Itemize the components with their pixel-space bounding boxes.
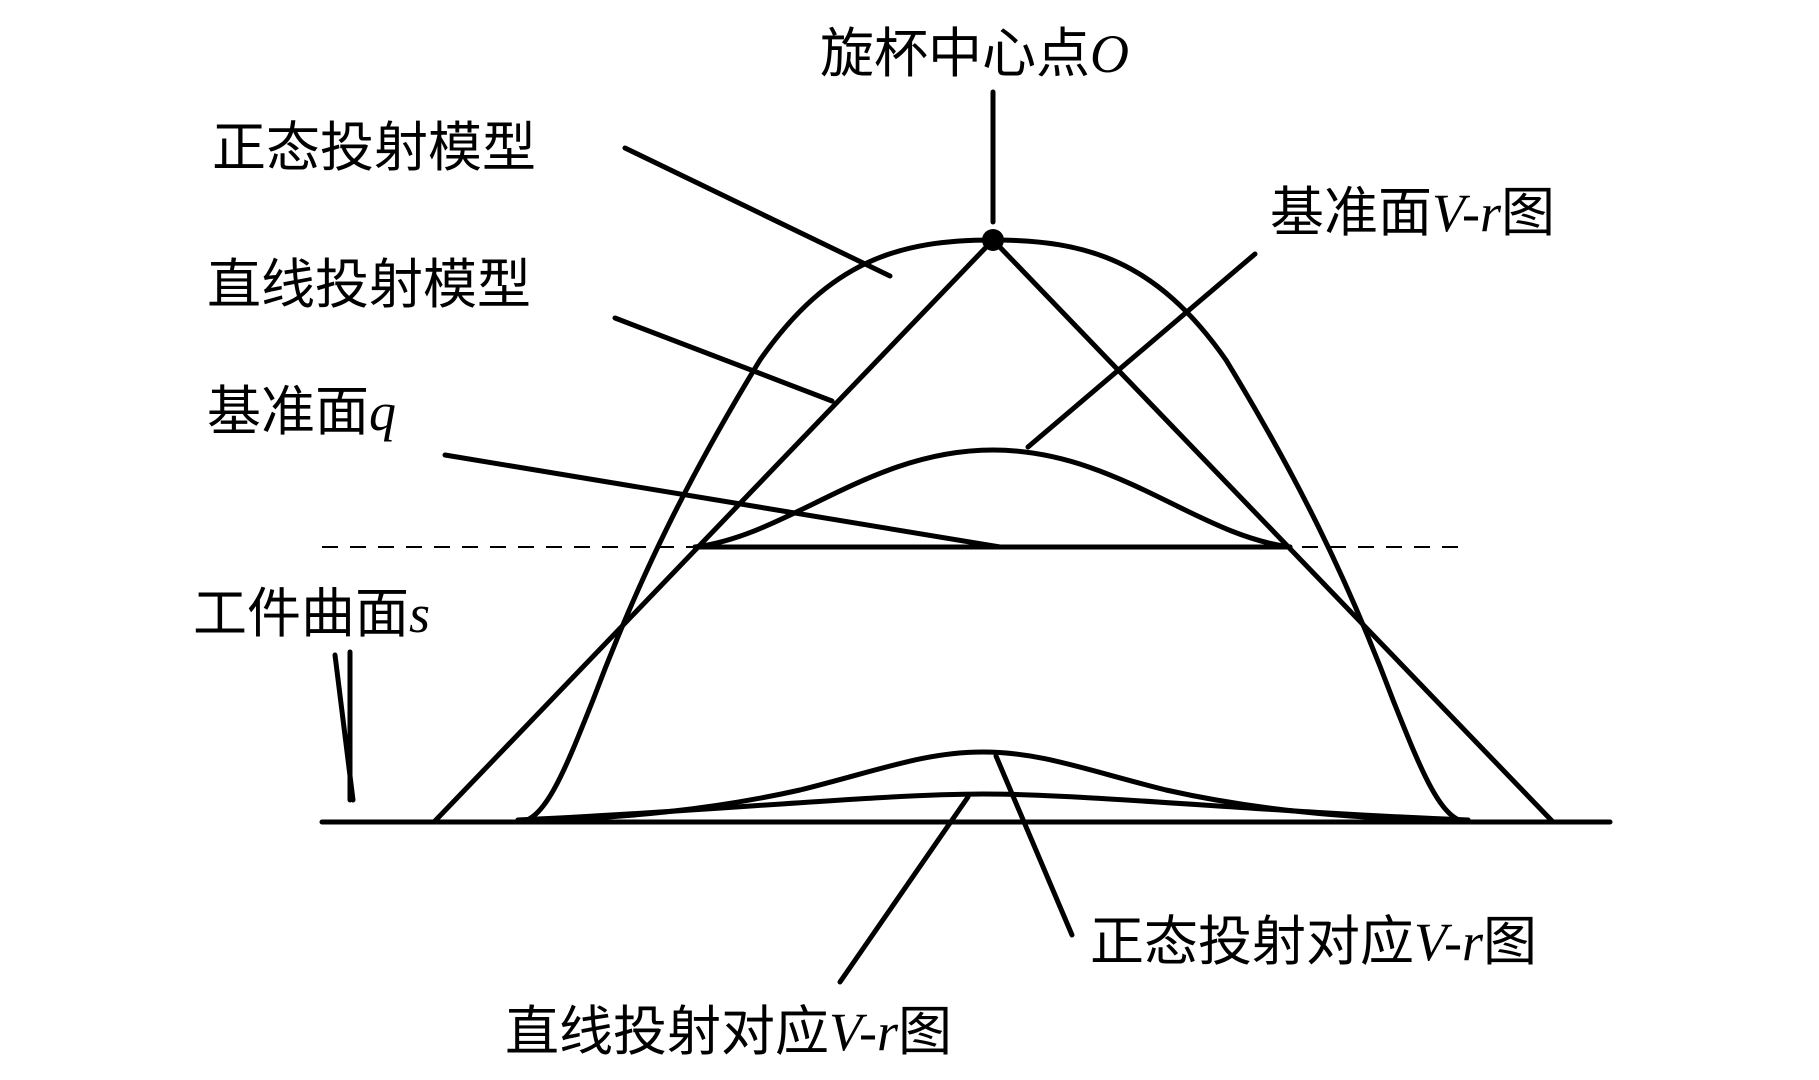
normal-vr-label: 正态投射对应V-r图 [1090,910,1537,973]
straight-projection-vr-curve [515,791,1471,823]
normal-projection-model-leader [622,145,893,279]
normal-projection-model-curve [515,237,1471,825]
straight-projection-model-label: 直线投射模型 [207,253,531,316]
reference-vr-label: 基准面V-r图 [1270,181,1555,244]
center-point-dot [982,229,1004,251]
straight-projection-model-line [431,237,1556,825]
workpiece-surface-label: 工件曲面s [193,582,430,645]
normal-vr-leader [993,753,1075,938]
reference-plane-label: 基准面q [207,380,396,443]
center-point-label: 旋杯中心点O [820,22,1129,85]
workpiece-surface-leader [332,652,356,803]
straight-vr-leader [837,794,971,985]
straight-vr-label: 直线投射对应V-r图 [505,1000,952,1063]
reference-vr-leader [1025,251,1258,450]
reference-vr-curve [692,447,1293,550]
normal-projection-model-label: 正态投射模型 [212,116,536,179]
straight-projection-model-leader [612,315,835,404]
reference-plane-leader [442,452,1003,550]
